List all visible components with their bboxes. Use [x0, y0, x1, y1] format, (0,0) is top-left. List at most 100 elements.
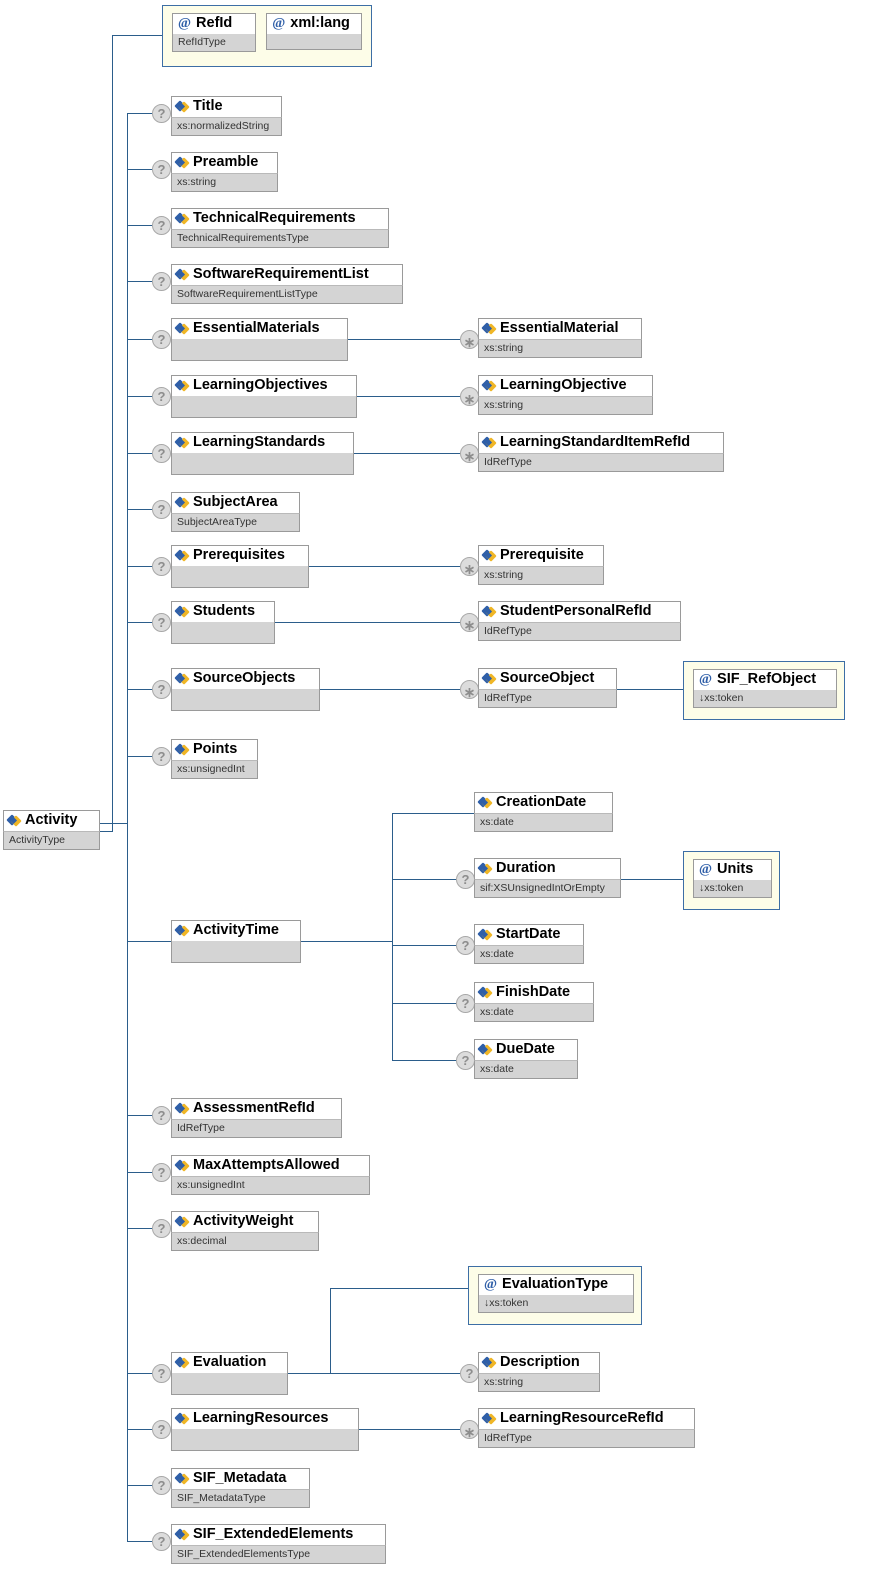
node-duedate-label: DueDate — [496, 1041, 555, 1057]
question-marker-sifextendedelements: ? — [152, 1532, 171, 1551]
node-softwarerequirementlist[interactable]: SoftwareRequirementList SoftwareRequirem… — [171, 264, 403, 304]
node-learningobjectives-name-row: LearningObjectives — [171, 375, 357, 396]
at-icon: @ — [178, 15, 192, 31]
element-icon — [174, 672, 190, 685]
question-marker-prerequisites: ? — [152, 557, 171, 576]
node-activitytime-name-row: ActivityTime — [171, 920, 301, 941]
node-activityweight[interactable]: ActivityWeight xs:decimal — [171, 1211, 319, 1251]
node-attr-xmllang[interactable]: @ xml:lang — [266, 13, 362, 59]
element-icon — [477, 1043, 493, 1056]
node-activitytime[interactable]: ActivityTime — [171, 920, 301, 963]
element-icon — [174, 436, 190, 449]
node-duration[interactable]: Duration sif:XSUnsignedIntOrEmpty — [474, 858, 621, 898]
node-finishdate[interactable]: FinishDate xs:date — [474, 982, 594, 1022]
node-activitytime-type — [171, 941, 301, 963]
node-learningstandarditemrefid-label: LearningStandardItemRefId — [500, 434, 691, 450]
node-activitytime-label: ActivityTime — [193, 922, 279, 938]
node-preamble-name-row: Preamble — [171, 152, 278, 174]
connector-stub-activityweight — [127, 1228, 152, 1229]
node-sourceobjects[interactable]: SourceObjects — [171, 668, 320, 711]
asterisk-marker-studentpersonalrefid: ∗ — [460, 613, 479, 633]
node-technicalrequirements[interactable]: TechnicalRequirements TechnicalRequireme… — [171, 208, 389, 248]
element-icon — [481, 605, 497, 618]
node-title[interactable]: Title xs:normalizedString — [171, 96, 282, 136]
node-attr-sifrefobject[interactable]: @ SIF_RefObject ↓xs:token — [693, 669, 837, 708]
node-prerequisite-label: Prerequisite — [500, 547, 584, 563]
node-preamble[interactable]: Preamble xs:string — [171, 152, 278, 192]
element-icon — [174, 1356, 190, 1369]
node-startdate-label: StartDate — [496, 926, 561, 942]
connector-stub-title — [127, 113, 152, 114]
node-sifmetadata-type: SIF_MetadataType — [171, 1490, 310, 1508]
node-sifmetadata-name-row: SIF_Metadata — [171, 1468, 310, 1490]
node-learningresources[interactable]: LearningResources — [171, 1408, 359, 1451]
node-duration-name-row: Duration — [474, 858, 621, 880]
node-prerequisite-type: xs:string — [478, 567, 604, 585]
node-studentpersonalrefid[interactable]: StudentPersonalRefId IdRefType — [478, 601, 681, 641]
node-students-type — [171, 622, 275, 644]
node-prerequisite[interactable]: Prerequisite xs:string — [478, 545, 604, 585]
node-learningobjectives[interactable]: LearningObjectives — [171, 375, 357, 418]
node-duedate-name-row: DueDate — [474, 1039, 578, 1061]
node-evaluation[interactable]: Evaluation — [171, 1352, 288, 1395]
element-icon — [174, 1412, 190, 1425]
node-learningresourcerefid-type: IdRefType — [478, 1430, 695, 1448]
connector-stub-preamble — [127, 169, 152, 170]
node-essentialmaterials[interactable]: EssentialMaterials — [171, 318, 348, 361]
node-description[interactable]: Description xs:string — [478, 1352, 600, 1392]
node-essentialmaterial-type: xs:string — [478, 340, 642, 358]
node-learningstandards[interactable]: LearningStandards — [171, 432, 354, 475]
node-sifextendedelements[interactable]: SIF_ExtendedElements SIF_ExtendedElement… — [171, 1524, 386, 1564]
node-attr-evaluationtype[interactable]: @ EvaluationType ↓xs:token — [478, 1274, 634, 1313]
connector-stub-learningstandards — [127, 453, 152, 454]
node-prerequisite-name-row: Prerequisite — [478, 545, 604, 567]
question-marker-startdate: ? — [456, 936, 475, 955]
node-prerequisites[interactable]: Prerequisites — [171, 545, 309, 588]
node-attr-sifrefobject-name-row: @ SIF_RefObject — [693, 669, 837, 690]
node-activityweight-name-row: ActivityWeight — [171, 1211, 319, 1233]
question-marker-maxattemptsallowed: ? — [152, 1163, 171, 1182]
node-sourceobject[interactable]: SourceObject IdRefType — [478, 668, 617, 708]
node-activity[interactable]: Activity ActivityType — [3, 810, 100, 850]
node-learningobjective[interactable]: LearningObjective xs:string — [478, 375, 653, 415]
element-icon — [174, 212, 190, 225]
connector-evaluation-bus — [330, 1288, 331, 1374]
node-attr-refid-name-row: @ RefId — [172, 13, 257, 34]
connector-stub-sifmetadata — [127, 1485, 152, 1486]
node-students[interactable]: Students — [171, 601, 275, 644]
element-icon — [481, 322, 497, 335]
element-icon — [174, 1159, 190, 1172]
at-icon: @ — [272, 15, 286, 31]
node-attr-sifrefobject-label: SIF_RefObject — [717, 671, 817, 687]
connector-stub-points — [127, 756, 152, 757]
node-sifextendedelements-type: SIF_ExtendedElementsType — [171, 1546, 386, 1564]
node-sifmetadata[interactable]: SIF_Metadata SIF_MetadataType — [171, 1468, 310, 1508]
node-subjectarea[interactable]: SubjectArea SubjectAreaType — [171, 492, 300, 532]
node-attr-refid[interactable]: @ RefId RefIdType — [172, 13, 257, 59]
node-essentialmaterial[interactable]: EssentialMaterial xs:string — [478, 318, 642, 358]
node-maxattemptsallowed[interactable]: MaxAttemptsAllowed xs:unsignedInt — [171, 1155, 370, 1195]
node-description-label: Description — [500, 1354, 580, 1370]
node-duedate-type: xs:date — [474, 1061, 578, 1079]
node-duedate[interactable]: DueDate xs:date — [474, 1039, 578, 1079]
node-assessmentrefid-type: IdRefType — [171, 1120, 342, 1138]
connector-stub-students — [127, 622, 152, 623]
asterisk-marker-learningstandarditemrefid: ∗ — [460, 444, 479, 464]
node-assessmentrefid[interactable]: AssessmentRefId IdRefType — [171, 1098, 342, 1138]
element-icon — [174, 379, 190, 392]
node-points[interactable]: Points xs:unsignedInt — [171, 739, 258, 779]
element-icon — [481, 1356, 497, 1369]
connector-stub-softwarerequirementlist — [127, 281, 152, 282]
element-icon — [174, 743, 190, 756]
node-learningstandarditemrefid[interactable]: LearningStandardItemRefId IdRefType — [478, 432, 724, 472]
node-assessmentrefid-label: AssessmentRefId — [193, 1100, 315, 1116]
node-learningobjectives-type — [171, 396, 357, 418]
node-startdate[interactable]: StartDate xs:date — [474, 924, 584, 964]
node-attr-units[interactable]: @ Units ↓xs:token — [693, 859, 772, 898]
node-startdate-type: xs:date — [474, 946, 584, 964]
node-learningresources-label: LearningResources — [193, 1410, 329, 1426]
node-learningresourcerefid[interactable]: LearningResourceRefId IdRefType — [478, 1408, 695, 1448]
node-attr-refid-label: RefId — [196, 15, 233, 31]
node-creationdate[interactable]: CreationDate xs:date — [474, 792, 613, 832]
node-learningobjective-type: xs:string — [478, 397, 653, 415]
